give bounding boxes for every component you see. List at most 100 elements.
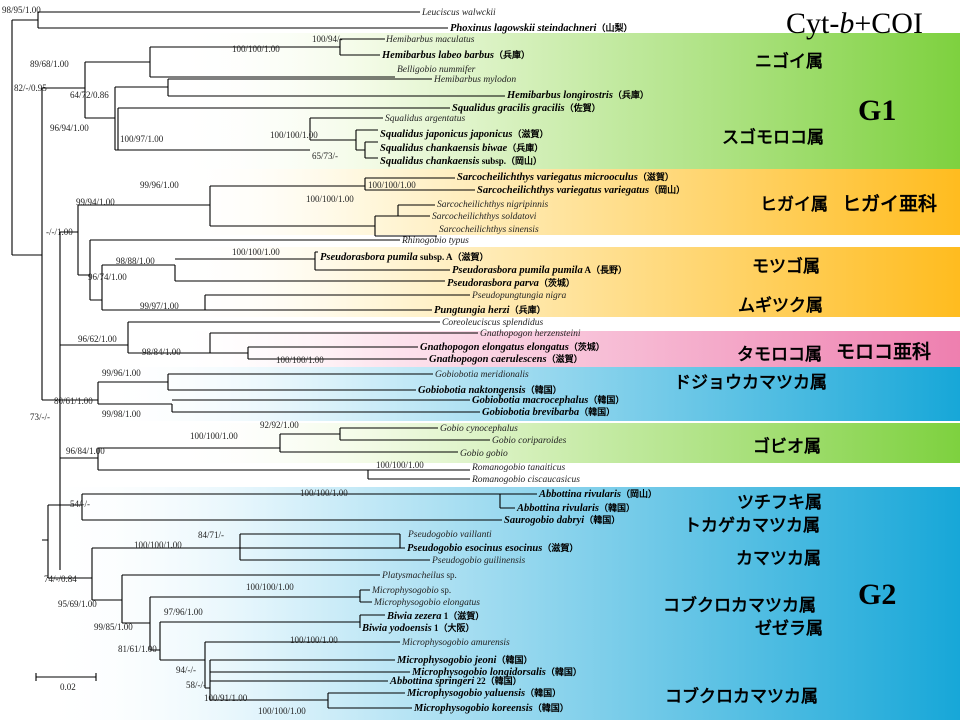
support-value: 82/-/0.95: [14, 83, 47, 93]
taxon-label: Platysmacheilus sp.: [381, 570, 457, 581]
support-value: 100/100/1.00: [376, 460, 424, 470]
genus-label: トカゲカマツカ属: [684, 515, 820, 536]
genus-label: ゼゼラ属: [755, 618, 823, 639]
taxon-label: Pungtungia herzi（兵庫）: [434, 304, 546, 316]
support-value: 100/100/1.00: [232, 247, 280, 257]
taxon-label: Microphysogobio yaluensis（韓国）: [406, 687, 561, 699]
support-value: 99/96/1.00: [140, 180, 179, 190]
genus-label: ヒガイ属: [760, 195, 828, 215]
genus-label: ムギツク属: [738, 296, 823, 316]
taxon-label: Sarcocheilichthys nigripinnis: [437, 200, 549, 210]
group-label-g1: G1: [858, 94, 896, 127]
taxon-label: Biwia zezera 1（滋賀）: [386, 610, 484, 622]
tree-branches: [11, 11, 537, 709]
taxon-label: Squalidus argentatus: [385, 114, 465, 124]
genus-labels: ニゴイ属 スゴモロコ属 ヒガイ属 モツゴ属 ムギツク属 タモロコ属 ドジョウカマ…: [663, 51, 828, 707]
taxon-label: Pseudorasbora pumila subsp. A（滋賀）: [320, 251, 489, 263]
taxon-label: Hemibarbus labeo barbus（兵庫）: [381, 49, 530, 61]
clade-bands: [40, 33, 960, 720]
taxon-label: Hemibarbus longirostris（兵庫）: [506, 89, 649, 101]
taxon-label: Abbottina rivularis（岡山）: [538, 488, 657, 500]
taxon-label: Gnathopogon elongatus elongatus（茨城）: [420, 341, 605, 353]
taxon-label: Squalidus chankaensis subsp.（岡山）: [380, 155, 542, 167]
taxon-label: Pseudorasbora parva（茨城）: [447, 277, 575, 289]
support-value: 54/-/-: [70, 499, 90, 509]
taxon-label: Pseudopungtungia nigra: [471, 291, 566, 301]
support-value: 73/-/-: [30, 412, 50, 422]
genus-label: コブクロカマツカ属: [665, 686, 818, 707]
support-value: 98/84/1.00: [142, 347, 181, 357]
taxon-label: Belligobio nummifer: [397, 64, 476, 75]
taxon-label: Abbottina springeri 22（韓国）: [389, 675, 522, 687]
taxon-label: Sarcocheilichthys soldatovi: [432, 212, 537, 222]
subfamily-label-gobioninae-sarcocheilichthys: ヒガイ亜科: [842, 192, 937, 215]
taxon-label: Gobiobotia naktongensis（韓国）: [418, 384, 562, 396]
scale-bar-label: 0.02: [60, 682, 76, 692]
taxon-label: Gnathopogon herzensteini: [480, 329, 581, 339]
subfamily-label-moroco: モロコ亜科: [836, 340, 931, 363]
scale-bar: 0.02: [35, 673, 97, 692]
support-value: 100/100/1.00: [232, 44, 280, 54]
support-value: 100/94/-: [312, 34, 343, 44]
genus-label: ゴビオ属: [753, 436, 821, 457]
taxon-label: Microphysogobio jeoni（韓国）: [396, 654, 532, 666]
band-g2: [40, 487, 960, 720]
band-sarcocheilichthys: [170, 169, 960, 235]
taxon-label: Sarcocheilichthys variegatus microoculus…: [457, 171, 674, 183]
support-value: 100/100/1.00: [190, 431, 238, 441]
support-value: 80/61/1.00: [54, 396, 93, 406]
support-value: 99/97/1.00: [140, 301, 179, 311]
taxon-label: Sarcocheilichthys variegatus variegatus（…: [477, 184, 685, 196]
taxon-label: Squalidus japonicus japonicus（滋賀）: [380, 128, 548, 140]
support-value: 94/-/-: [176, 665, 196, 675]
taxon-label: Gobiobotia meridionalis: [435, 370, 529, 380]
taxon-label: Hemibarbus maculatus: [385, 35, 475, 45]
support-value: 84/71/-: [198, 530, 224, 540]
band-gnathopogon: [170, 331, 960, 367]
support-value: 65/73/-: [312, 151, 338, 161]
support-value: 95/69/1.00: [58, 599, 97, 609]
support-value: 92/92/1.00: [260, 420, 299, 430]
genus-label: ニゴイ属: [755, 51, 823, 72]
support-value: 98/88/1.00: [116, 256, 155, 266]
support-value: 100/100/1.00: [258, 706, 306, 716]
support-value: 97/96/1.00: [164, 607, 203, 617]
support-value: 100/100/1.00: [368, 180, 416, 190]
support-value: -/-/1.00: [46, 227, 73, 237]
support-value: 89/68/1.00: [30, 59, 69, 69]
taxon-label: Microphysogobio amurensis: [401, 638, 510, 648]
support-value: 99/96/1.00: [102, 368, 141, 378]
taxon-label: Microphysogobio sp.: [371, 585, 451, 596]
taxon-label: Gobiobotia macrocephalus（韓国）: [472, 394, 624, 406]
support-value: 100/100/1.00: [290, 635, 338, 645]
genus-label: コブクロカマツカ属: [663, 595, 816, 616]
support-value: 96/62/1.00: [78, 334, 117, 344]
genus-label: モツゴ属: [752, 256, 820, 277]
support-value: 96/74/1.00: [88, 272, 127, 282]
taxon-label: Pseudogobio esocinus esocinus（滋賀）: [407, 542, 578, 554]
support-value: 74/-/0.84: [44, 574, 77, 584]
taxon-label: Abbottina rivularis（韓国）: [516, 502, 635, 514]
dataset-title: Cyt-b+COI: [786, 7, 923, 40]
taxon-label: Hemibarbus mylodon: [433, 75, 516, 85]
taxon-label: Biwia yodoensis 1（大阪）: [361, 622, 474, 634]
support-value: 99/85/1.00: [94, 622, 133, 632]
taxon-label: Squalidus chankaensis biwae（兵庫）: [380, 142, 543, 154]
genus-label: スゴモロコ属: [722, 127, 824, 148]
taxon-label: Gobiobotia brevibarba（韓国）: [482, 406, 615, 418]
taxon-label: Rhinogobio typus: [401, 236, 469, 246]
taxon-label: Microphysogobio elongatus: [373, 598, 480, 608]
taxon-label: Squalidus gracilis gracilis（佐賀）: [452, 102, 601, 114]
support-value: 100/97/1.00: [120, 134, 164, 144]
taxon-label: Saurogobio dabryi（韓国）: [504, 514, 620, 526]
genus-label: ドジョウカマツカ属: [674, 373, 827, 393]
support-value: 100/100/1.00: [246, 582, 294, 592]
support-value: 100/100/1.00: [270, 130, 318, 140]
genus-label: カマツカ属: [736, 549, 821, 569]
taxon-label: Microphysogobio longidorsalis（韓国）: [411, 666, 582, 678]
support-value: 64/72/0.86: [70, 90, 109, 100]
band-hemibarbus-squalidus: [170, 33, 960, 169]
taxon-label: Coreoleuciscus splendidus: [442, 318, 544, 328]
